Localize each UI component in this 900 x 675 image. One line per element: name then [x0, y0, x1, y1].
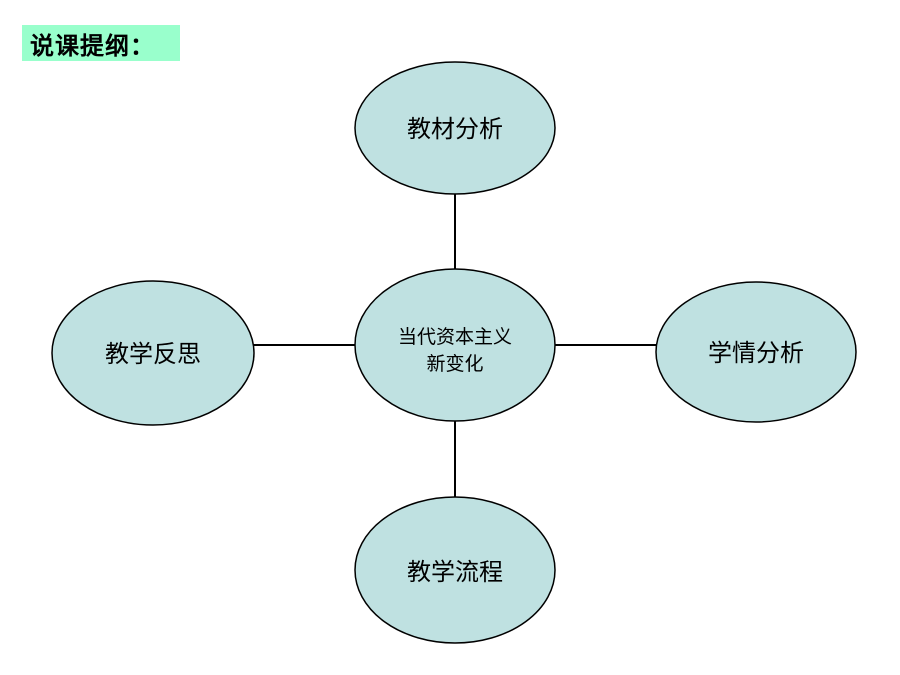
node-textbook-analysis-label: 教材分析: [407, 115, 503, 143]
node-teaching-process: 教学流程: [354, 496, 556, 644]
node-learner-analysis: 学情分析: [655, 281, 857, 423]
node-teaching-process-label: 教学流程: [407, 558, 503, 586]
center-topic-line2: 新变化: [426, 353, 483, 375]
node-teaching-reflection-label: 教学反思: [105, 340, 201, 368]
outline-title: 说课提纲：: [22, 25, 180, 61]
center-topic-line1: 当代资本主义: [398, 326, 512, 348]
node-learner-analysis-label: 学情分析: [708, 339, 804, 367]
node-center-topic: 当代资本主义 新变化: [354, 268, 556, 422]
node-textbook-analysis: 教材分析: [354, 61, 556, 195]
node-teaching-reflection: 教学反思: [51, 280, 255, 426]
